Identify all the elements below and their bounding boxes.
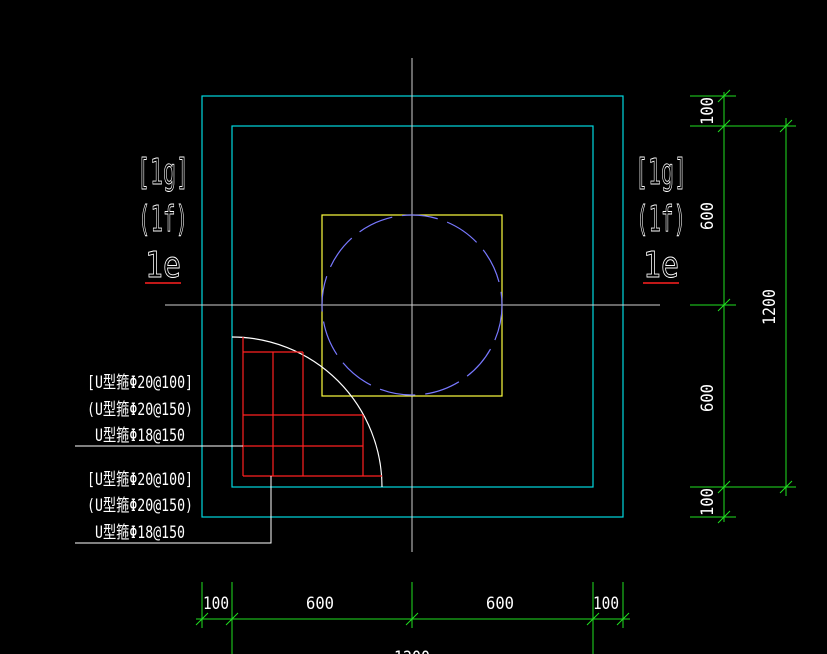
dim-bottom-mid-right: 600 [486,594,514,614]
dim-right-top: 100 [698,97,718,125]
dimension-text-right: 100 600 600 100 1200 [698,97,780,516]
note2-line3: U型箍Φ18@150 [95,523,185,543]
section-label-right: [1g] (1f) 1e [635,152,688,287]
dim-bottom-left: 100 [203,594,229,614]
note2-line1: [U型箍Φ20@100] [87,470,193,490]
dim-bottom-total: 1200 [394,648,430,654]
note1-line2: (U型箍Φ20@150) [87,400,193,420]
dimension-text-bottom: 100 600 600 100 1200 [203,594,619,654]
note1-line3: U型箍Φ18@150 [95,426,185,446]
note1-line1: [U型箍Φ20@100] [87,373,193,393]
note2-line2: (U型箍Φ20@150) [87,496,193,516]
label-left-line3: 1e [145,245,181,286]
rebar-notes-2: [U型箍Φ20@100] (U型箍Φ20@150) U型箍Φ18@150 [87,470,193,543]
rebar-notes-1: [U型箍Φ20@100] (U型箍Φ20@150) U型箍Φ18@150 [87,373,193,446]
leader-line-2 [75,476,272,544]
detail-arc [231,336,383,488]
dim-right-total: 1200 [760,289,780,325]
dim-right-lower: 600 [698,384,718,412]
label-left-line1: [1g] [137,152,189,193]
label-right-line3: 1e [643,245,679,286]
dim-right-upper: 600 [698,202,718,230]
dim-bottom-mid-left: 600 [306,594,334,614]
dim-bottom-right: 100 [593,594,619,614]
rebar-detail [231,336,383,488]
dimensions-right [690,89,796,524]
label-right-line1: [1g] [635,152,687,193]
dim-right-bottom: 100 [698,488,718,516]
dimensions-bottom [195,582,630,654]
section-label-left: [1g] (1f) 1e [137,152,190,287]
label-right-line2: (1f) [636,199,686,240]
label-left-line2: (1f) [138,199,188,240]
pile-circle [321,214,503,396]
